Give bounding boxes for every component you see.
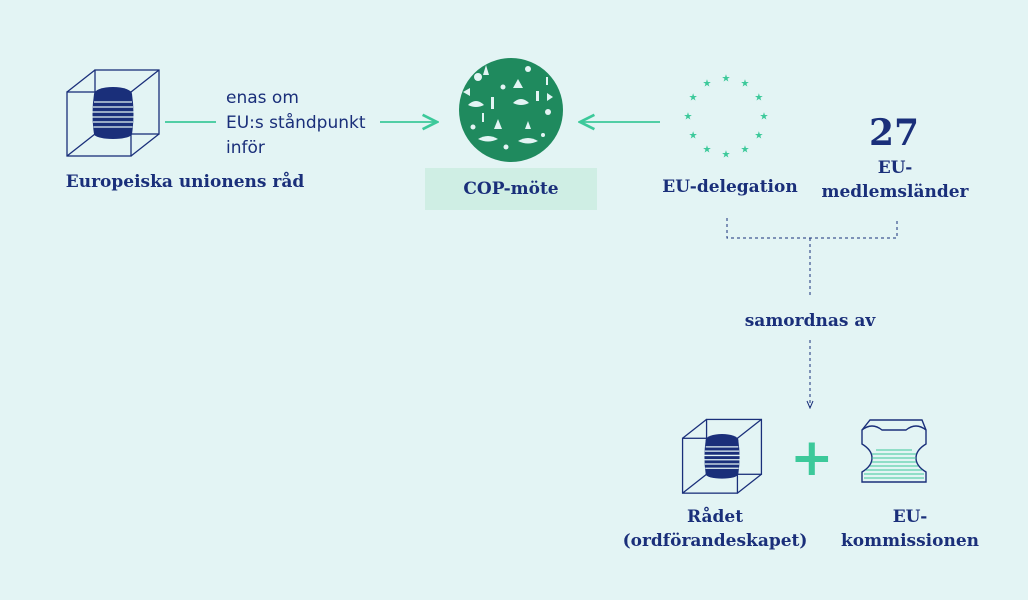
eu-star: ★ bbox=[689, 93, 698, 104]
council-to-cop-label: enas om EU:s ståndpunkt inför bbox=[226, 88, 366, 158]
coordination-label: samordnas av bbox=[744, 311, 876, 331]
eu-star: ★ bbox=[703, 79, 712, 90]
plus-sign: + bbox=[790, 428, 834, 488]
eu-star: ★ bbox=[722, 74, 731, 85]
presidency-label: Rådet (ordförandeskapet) bbox=[622, 507, 808, 551]
nature-globe-icon bbox=[459, 58, 563, 162]
member-count: 27 bbox=[868, 112, 920, 154]
eu-star: ★ bbox=[703, 144, 712, 155]
council-building-icon bbox=[66, 69, 160, 157]
eu-star: ★ bbox=[760, 112, 769, 123]
eu-star: ★ bbox=[689, 131, 698, 142]
members-label: EU- medlemsländer bbox=[821, 158, 969, 202]
eu-star: ★ bbox=[684, 112, 693, 123]
council-label: Europeiska unionens råd bbox=[65, 172, 305, 192]
commission-label: EU- kommissionen bbox=[840, 507, 980, 551]
presidency-building-icon bbox=[681, 418, 763, 494]
eu-star: ★ bbox=[741, 144, 750, 155]
cop-label: COP-möte bbox=[463, 179, 559, 199]
delegation-label: EU-delegation bbox=[662, 177, 798, 197]
eu-star: ★ bbox=[741, 79, 750, 90]
eu-star: ★ bbox=[754, 131, 763, 142]
cop-box bbox=[425, 168, 597, 210]
commission-building-icon bbox=[861, 419, 927, 483]
eu-star: ★ bbox=[722, 150, 731, 161]
eu-stars-icon: ★ ★ ★ ★ ★ ★ ★ ★ ★ ★ ★ ★ bbox=[684, 74, 769, 161]
eu-star: ★ bbox=[754, 93, 763, 104]
coordination-bracket bbox=[726, 218, 898, 296]
